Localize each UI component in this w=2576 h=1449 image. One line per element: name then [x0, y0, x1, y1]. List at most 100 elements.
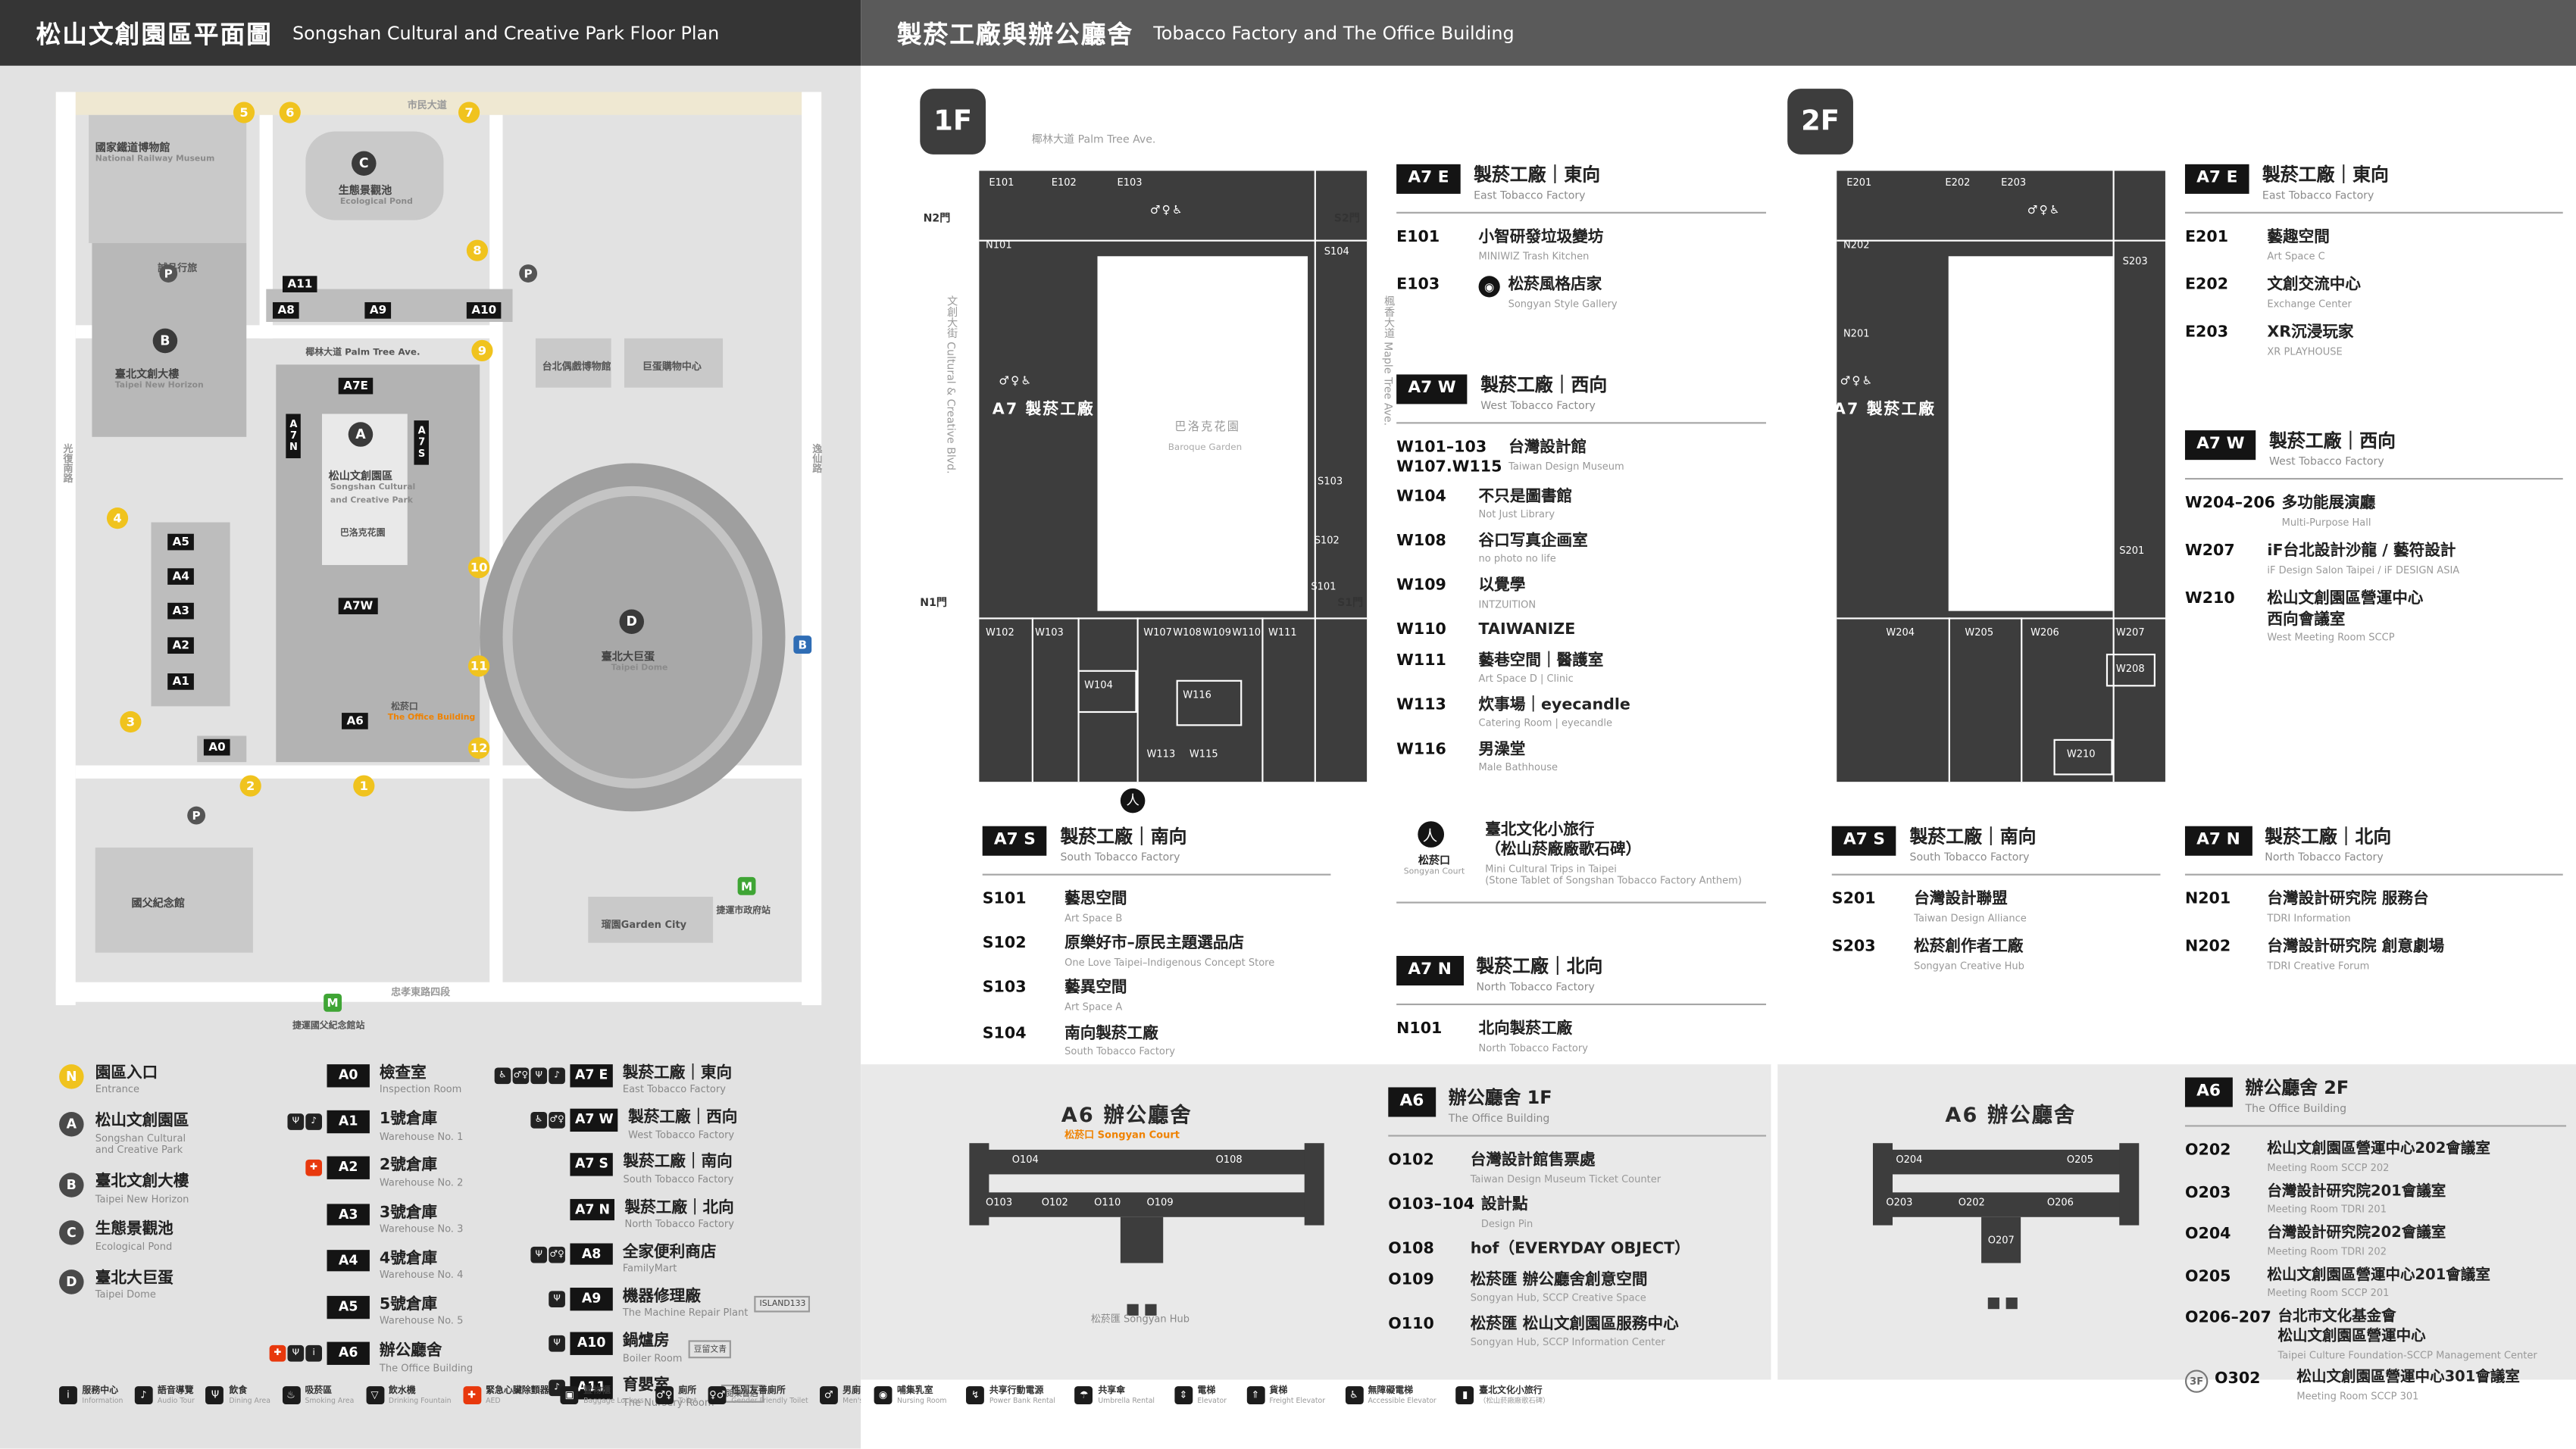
map-label: and Creative Park	[330, 495, 414, 506]
floor-badge-1f: 1F	[920, 89, 986, 155]
directory-row: W207 iF台北設計沙龍 / 藝符設計 iF Design Salon Tai…	[2184, 542, 2460, 576]
directory-row: S101 藝思空間 Art Space B	[982, 890, 1127, 924]
directory-row: E201 藝趣空間 Art Space C	[2184, 228, 2330, 262]
map-label: 松山文創園區	[328, 470, 393, 483]
poi-icon: M	[737, 876, 756, 895]
legend-landmarks: N 園區入口 Entrance A 松山文創園區 Songshan Cultur…	[59, 1064, 256, 1316]
map-label: Ecological Pond	[339, 197, 413, 208]
room-w210-outline	[2053, 739, 2113, 776]
a6-1f-hub-dot	[1127, 1304, 1139, 1316]
information-icon: i	[305, 1345, 323, 1362]
map-label: 巴洛克花園	[339, 529, 386, 539]
wing-code-box: A7 E	[1396, 164, 1461, 194]
directory-row: O205 松山文創園區營運中心201會議室 Meeting Room SCCP …	[2184, 1267, 2490, 1300]
facility-legend-item: ♨ 吸菸區 Smoking Area	[282, 1386, 354, 1405]
map-label: 逸仙路	[810, 443, 822, 473]
audio-tour-icon: ♪	[549, 1067, 565, 1085]
directory-row: W111 藝巷空間｜醫護室 Art Space D | Clinic	[1396, 651, 1604, 685]
legend-landmark-row: C 生態景觀池 Ecological Pond	[59, 1220, 256, 1254]
directory-row: O108 hof（EVERYDAY OBJECT）	[1388, 1241, 1690, 1260]
legend-factory-wings: ♿♂♀Ψ♪ A7 E 製菸工廠｜東向 East Tobacco Factory …	[494, 1064, 855, 1422]
plan-room-label: E103	[1117, 177, 1143, 189]
facility-icon: Ψ	[206, 1386, 224, 1405]
plan-divider	[1261, 617, 1264, 782]
plan-room-label: O206	[2046, 1197, 2074, 1209]
building-code-tag: A3	[167, 602, 195, 620]
directory-row: O103–104 設計點 Design Pin	[1388, 1196, 1533, 1230]
facility-legend-strip-left: i 服務中心 Information ♪ 語音導覽 Audio Tour Ψ	[59, 1386, 1064, 1405]
map-label: Taipei New Horizon	[114, 381, 204, 392]
plan-room-label: W115	[1189, 748, 1218, 760]
map-label: National Railway Museum	[95, 154, 215, 164]
legend-landmark-row: D 臺北大巨蛋 Taipei Dome	[59, 1269, 256, 1302]
directory-row: N201 台灣設計研究院 服務台 TDRI Information	[2184, 890, 2429, 924]
landmark-pin: D	[619, 609, 645, 635]
plan-room-label: O104	[1011, 1154, 1039, 1166]
directory-a7n-2f: A7 N 製菸工廠｜北向 North Tobacco Factory N201 …	[2184, 826, 2563, 986]
tenant-tag: ISLAND133	[755, 1295, 811, 1313]
facility-icons: ♿♂♀Ψ♪	[494, 1064, 565, 1085]
plan-room-label: S102	[1314, 535, 1340, 548]
plan-room-label: 文創大街 Cultural & Creative Blvd.	[944, 295, 958, 474]
legend-landmark-row: N 園區入口 Entrance	[59, 1064, 256, 1098]
facility-legend-item: ▣ 置物櫃 Baggage Lockers	[560, 1386, 644, 1405]
left-title-zh: 松山文創園區平面圖	[36, 18, 273, 48]
plan-divider	[1948, 617, 1950, 782]
room-code-tag: A1	[327, 1110, 370, 1133]
a6-1f-west-cap	[969, 1143, 989, 1226]
a6-1f-hub-dot	[1145, 1304, 1157, 1316]
nursing-room-icon: ◉	[1478, 276, 1500, 298]
plan-room-label: E203	[2001, 177, 2027, 189]
plan-room-label: E101	[989, 177, 1014, 189]
right-title-zh: 製菸工廠與辦公廳舍	[896, 18, 1134, 48]
building-code-tag: A4	[167, 568, 195, 586]
facility-icon: ⇑	[1246, 1386, 1265, 1405]
directory-row: E103 ◉ 松菸風格店家 Songyan Style Gallery	[1396, 276, 1618, 311]
room-code-tag: A4	[327, 1249, 370, 1273]
wing-code-box: A6	[1388, 1087, 1436, 1117]
room-code-tag: A7 N	[570, 1198, 615, 1221]
map-label: 國父紀念館	[131, 896, 185, 910]
walking-person-icon: 人	[1120, 788, 1146, 814]
plan-room-label: W110	[1232, 627, 1261, 639]
wing-code-box: A7 S	[1831, 826, 1897, 856]
building-code-tag: A6	[342, 713, 369, 730]
plan-room-label: O207	[1987, 1235, 2015, 1247]
directory-row: N202 台灣設計研究院 創意劇場 TDRI Creative Forum	[2184, 938, 2445, 972]
accessible-toilet-icon: ♿	[494, 1067, 511, 1085]
legend-room-row: A4 4號倉庫 Warehouse No. 4	[260, 1249, 503, 1283]
entrance-number-marker: 4	[106, 507, 129, 529]
plan-room-label: N1門	[920, 596, 948, 610]
plan-room-label: O202	[1958, 1197, 1985, 1209]
directory-row: S201 台灣設計聯盟 Taiwan Design Alliance	[1831, 890, 2027, 924]
facility-icons: ✚	[260, 1157, 323, 1177]
entrance-number-marker: 10	[467, 557, 490, 579]
legend-room-row: ✚ A2 2號倉庫 Warehouse No. 2	[260, 1157, 503, 1190]
a6-1f-center-stub	[1120, 1216, 1164, 1263]
room-code-tag: A7 E	[570, 1064, 613, 1087]
directory-row: E203 XR沉浸玩家 XR PLAYHOUSE	[2184, 324, 2354, 358]
plan-room-label: S103	[1318, 476, 1343, 489]
directory-row: W110 TAIWANIZE	[1396, 621, 1576, 640]
facility-icons	[503, 1154, 565, 1157]
legend-landmark-row: A 松山文創園區 Songshan Cultural and Creative …	[59, 1112, 256, 1158]
plan-room-label: S1門	[1337, 596, 1364, 610]
wing-code-box: A7 E	[2184, 164, 2249, 194]
facility-icon: ♨	[282, 1386, 300, 1405]
left-title-en: Songshan Cultural and Creative Park Floo…	[292, 22, 720, 44]
wing-code-box: A7 N	[2184, 826, 2252, 856]
map-label: 忠孝東路四段	[391, 987, 451, 999]
plan-room-label: Baroque Garden	[1168, 443, 1243, 454]
plan-room-label: ♂♀♿	[2027, 203, 2062, 217]
right-header: 製菸工廠與辦公廳舍 Tobacco Factory and The Office…	[861, 0, 2576, 66]
facility-icon: ✚	[462, 1386, 481, 1405]
landmark-pin: C	[352, 151, 377, 176]
right-title-en: Tobacco Factory and The Office Building	[1153, 22, 1515, 44]
plan-divider	[1314, 170, 1316, 782]
a6-2f-section-bg	[1777, 1064, 2576, 1380]
map-label: 巨蛋購物中心	[642, 361, 702, 373]
a6-1f-south-bar	[979, 1192, 1308, 1217]
plan-room-label: N101	[986, 239, 1012, 251]
facility-icon: ♂	[819, 1386, 838, 1405]
